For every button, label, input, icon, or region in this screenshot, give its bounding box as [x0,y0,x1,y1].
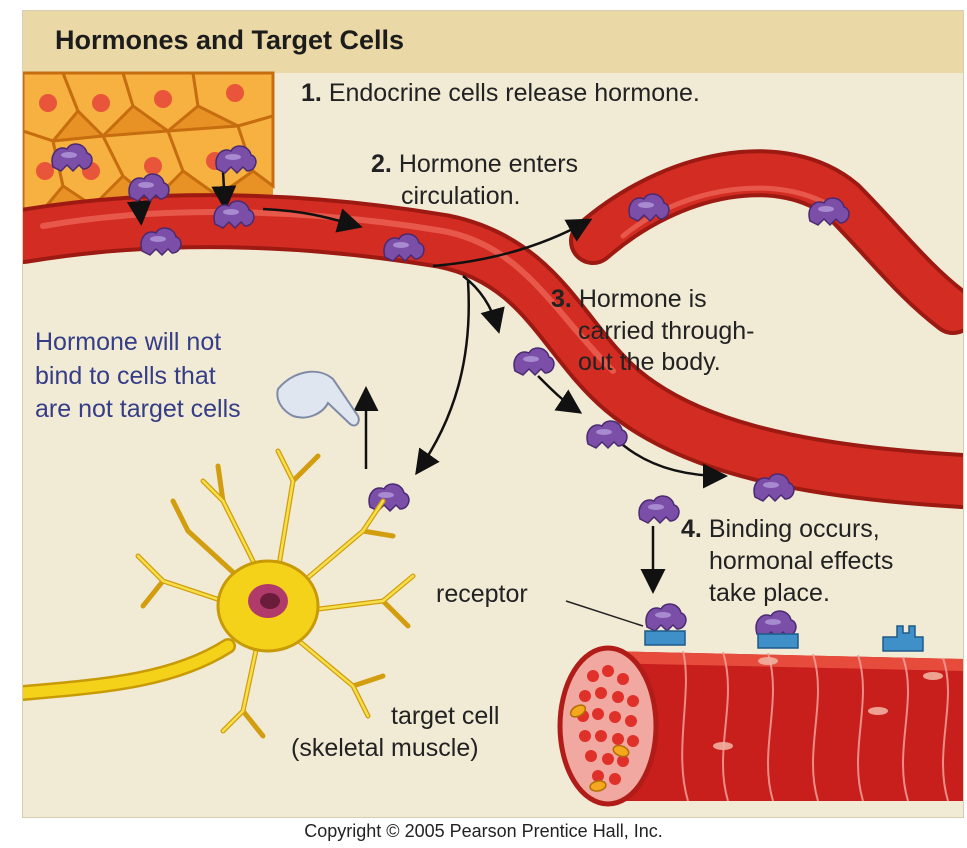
receptor-label: receptor [436,579,528,609]
step-4-label: 4. Binding occurs, [681,514,880,544]
step-3-label-line3: out the body. [578,347,721,377]
nontarget-note-line2: bind to cells that [35,361,216,391]
step-1-label: 1. Endocrine cells release hormone. [301,78,700,108]
step-3-label: 3. Hormone is [551,284,707,314]
step-2-label-line2: circulation. [401,181,521,211]
step-4-label-line2: hormonal effects [709,546,893,576]
step-2-label: 2. Hormone enters [371,149,578,179]
nontarget-note-line1: Hormone will not [35,327,221,357]
copyright-notice: Copyright © 2005 Pearson Prentice Hall, … [0,821,967,842]
pointing-hand-icon [277,372,358,426]
step-3-label-line2: carried through- [578,316,754,346]
receptor-pointer-line [566,601,643,626]
diagram-figure: Hormones and Target Cells [22,10,964,818]
skeletal-muscle [560,626,963,804]
nontarget-note-line3: are not target cells [35,394,241,424]
target-cell-label: target cell [391,701,499,731]
target-cell-label-line2: (skeletal muscle) [291,733,479,763]
step-4-label-line3: take place. [709,578,830,608]
neuron [23,451,413,736]
